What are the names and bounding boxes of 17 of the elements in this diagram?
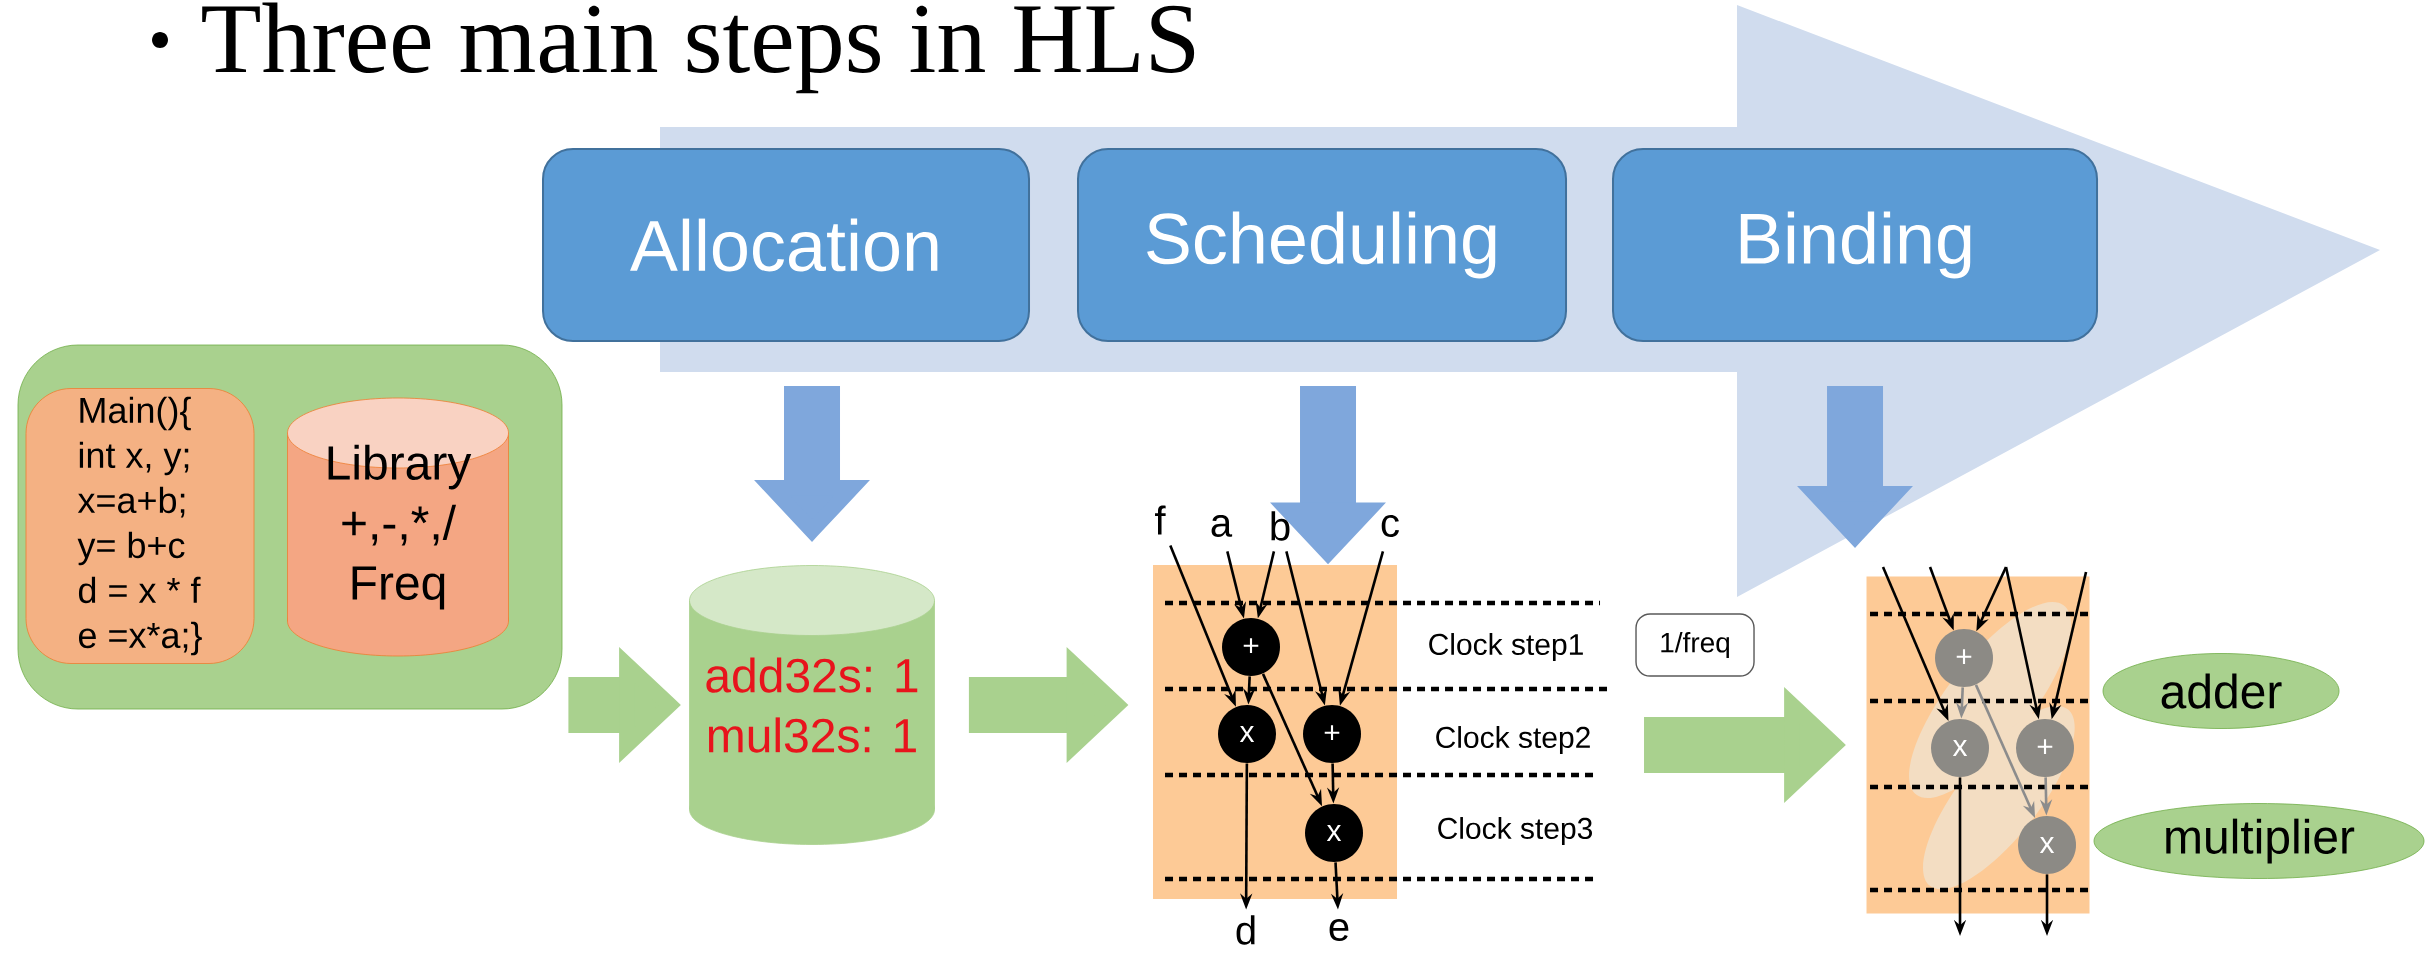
resource-cylinder: add32s: 1 mul32s: 1 <box>689 565 935 845</box>
note-box: 1/freq <box>1635 613 1755 677</box>
clock-step-label: Clock step3 <box>1438 817 1593 845</box>
title: Three main steps in HLS <box>202 2 1195 94</box>
library-cylinder: Library +,-,*,/ Freq <box>287 397 509 657</box>
step-box: Scheduling <box>1077 148 1567 342</box>
code-box: Main(){ int x, y; x=a+b; y= b+c d = x * f e =x*a;} <box>25 388 255 664</box>
input-label: f <box>1155 505 1166 535</box>
step-box: Allocation <box>542 148 1030 342</box>
input-label: e <box>1329 919 1349 941</box>
input-label: a <box>1211 515 1233 537</box>
input-label: d <box>1236 915 1255 945</box>
input-label: c <box>1381 515 1399 537</box>
clock-step-label: Clock step1 <box>1429 633 1583 661</box>
input-label: b <box>1271 511 1290 541</box>
step-box: Binding <box>1612 148 2098 342</box>
clock-step-label: Clock step2 <box>1436 726 1590 754</box>
